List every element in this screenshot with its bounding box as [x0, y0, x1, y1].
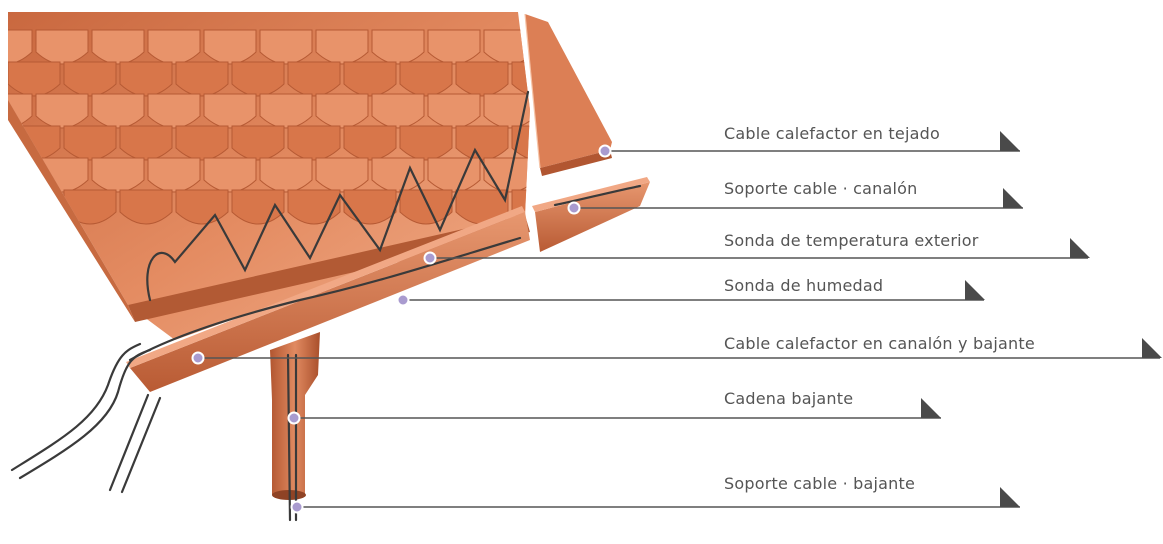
callout-marker [287, 411, 301, 425]
roof-section-right [524, 13, 612, 176]
callout-flag [1000, 487, 1020, 507]
callout-marker [423, 251, 437, 265]
label-downpipe-support: Soporte cable · bajante [724, 474, 916, 493]
callout-flags [921, 131, 1162, 507]
callout-flag [1000, 131, 1020, 151]
callout-flag [965, 280, 985, 300]
callout-marker [191, 351, 205, 365]
roof-shingle [8, 157, 33, 193]
callout-marker [290, 500, 304, 514]
roof-shingle [399, 189, 453, 225]
callout-markers [191, 144, 612, 514]
callout-marker [396, 293, 410, 307]
roof-shingle [511, 125, 530, 161]
label-temp-probe: Sonda de temperatura exterior [724, 231, 979, 250]
roof-shingle [287, 189, 341, 225]
roof-shingle [511, 61, 530, 97]
callout-flag [1003, 188, 1023, 208]
roof-shingle [8, 189, 61, 225]
label-gutter-support: Soporte cable · canalón [724, 179, 918, 198]
label-roof-cable: Cable calefactor en tejado [724, 124, 940, 143]
label-gutter-cable: Cable calefactor en canalón y bajante [724, 334, 1035, 353]
callout-flag [1070, 238, 1090, 258]
roof-shingle [343, 189, 397, 225]
label-downpipe-chain: Cadena bajante [724, 389, 854, 408]
callout-flag [1142, 338, 1162, 358]
callout-marker [598, 144, 612, 158]
callout-flag [921, 398, 941, 418]
leader-lines [198, 150, 1160, 508]
roof-slope [8, 12, 530, 340]
label-humidity-probe: Sonda de humedad [724, 276, 884, 295]
roof-shingle [119, 189, 173, 225]
callout-marker [567, 201, 581, 215]
